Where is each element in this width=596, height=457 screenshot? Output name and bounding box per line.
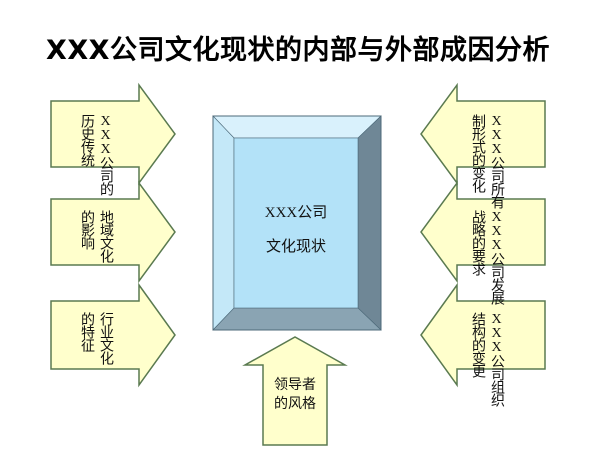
right-factor-1-col2: 制形式的变化 <box>470 114 485 192</box>
right-factor-2: XXX公司发展 战略的要求 <box>433 210 541 304</box>
right-factor-2-col1: XXX公司发展 <box>489 210 504 304</box>
left-factor-1: XXX公司的 历史传统 <box>56 114 136 195</box>
left-factor-3-col1: 行业文化 <box>98 312 113 364</box>
bottom-factor: 领导者 的风格 <box>263 376 327 414</box>
right-factor-1: XXX公司所有 制形式的变化 <box>433 114 541 208</box>
right-factor-2-col2: 战略的要求 <box>470 210 485 275</box>
right-arrow-2 <box>420 180 546 284</box>
right-factor-3: XXX公司组织 结构的变更 <box>433 312 541 406</box>
center-box-bevel-left <box>212 115 235 331</box>
diagram-title: XXX公司文化现状的内部与外部成因分析 <box>46 35 550 66</box>
left-factor-2: 地域文化 的影响 <box>56 210 136 262</box>
left-factor-3: 行业文化 的特征 <box>56 312 136 364</box>
bottom-factor-line2: 的风格 <box>274 397 316 412</box>
right-arrow-1 <box>420 82 546 186</box>
bottom-arrow <box>242 336 348 446</box>
left-factor-1-col1: XXX公司的 <box>98 114 113 195</box>
center-box <box>212 115 382 331</box>
left-arrow-1 <box>50 82 176 186</box>
right-factor-1-col1: XXX公司所有 <box>489 114 504 208</box>
center-label: XXX公司 文化现状 <box>234 196 358 264</box>
left-factor-3-col2: 的特征 <box>79 312 94 351</box>
center-box-bevel-right <box>357 115 382 331</box>
center-box-bevel-top <box>212 115 382 139</box>
center-label-line1: XXX公司 <box>264 205 328 221</box>
right-factor-3-col2: 结构的变更 <box>470 312 485 377</box>
left-factor-2-col2: 的影响 <box>79 210 94 249</box>
center-label-line2: 文化现状 <box>265 239 326 255</box>
center-box-face <box>233 137 359 309</box>
bottom-factor-line1: 领导者 <box>274 378 316 393</box>
left-arrow-2 <box>50 180 176 284</box>
center-box-bevel-bottom <box>212 307 382 331</box>
right-arrow-3 <box>420 282 546 388</box>
left-factor-2-col1: 地域文化 <box>98 210 113 262</box>
right-factor-3-col1: XXX公司组织 <box>489 312 504 406</box>
left-arrow-3 <box>50 282 176 388</box>
center-box-outline <box>212 115 382 331</box>
left-factor-1-col2: 历史传统 <box>79 114 94 166</box>
